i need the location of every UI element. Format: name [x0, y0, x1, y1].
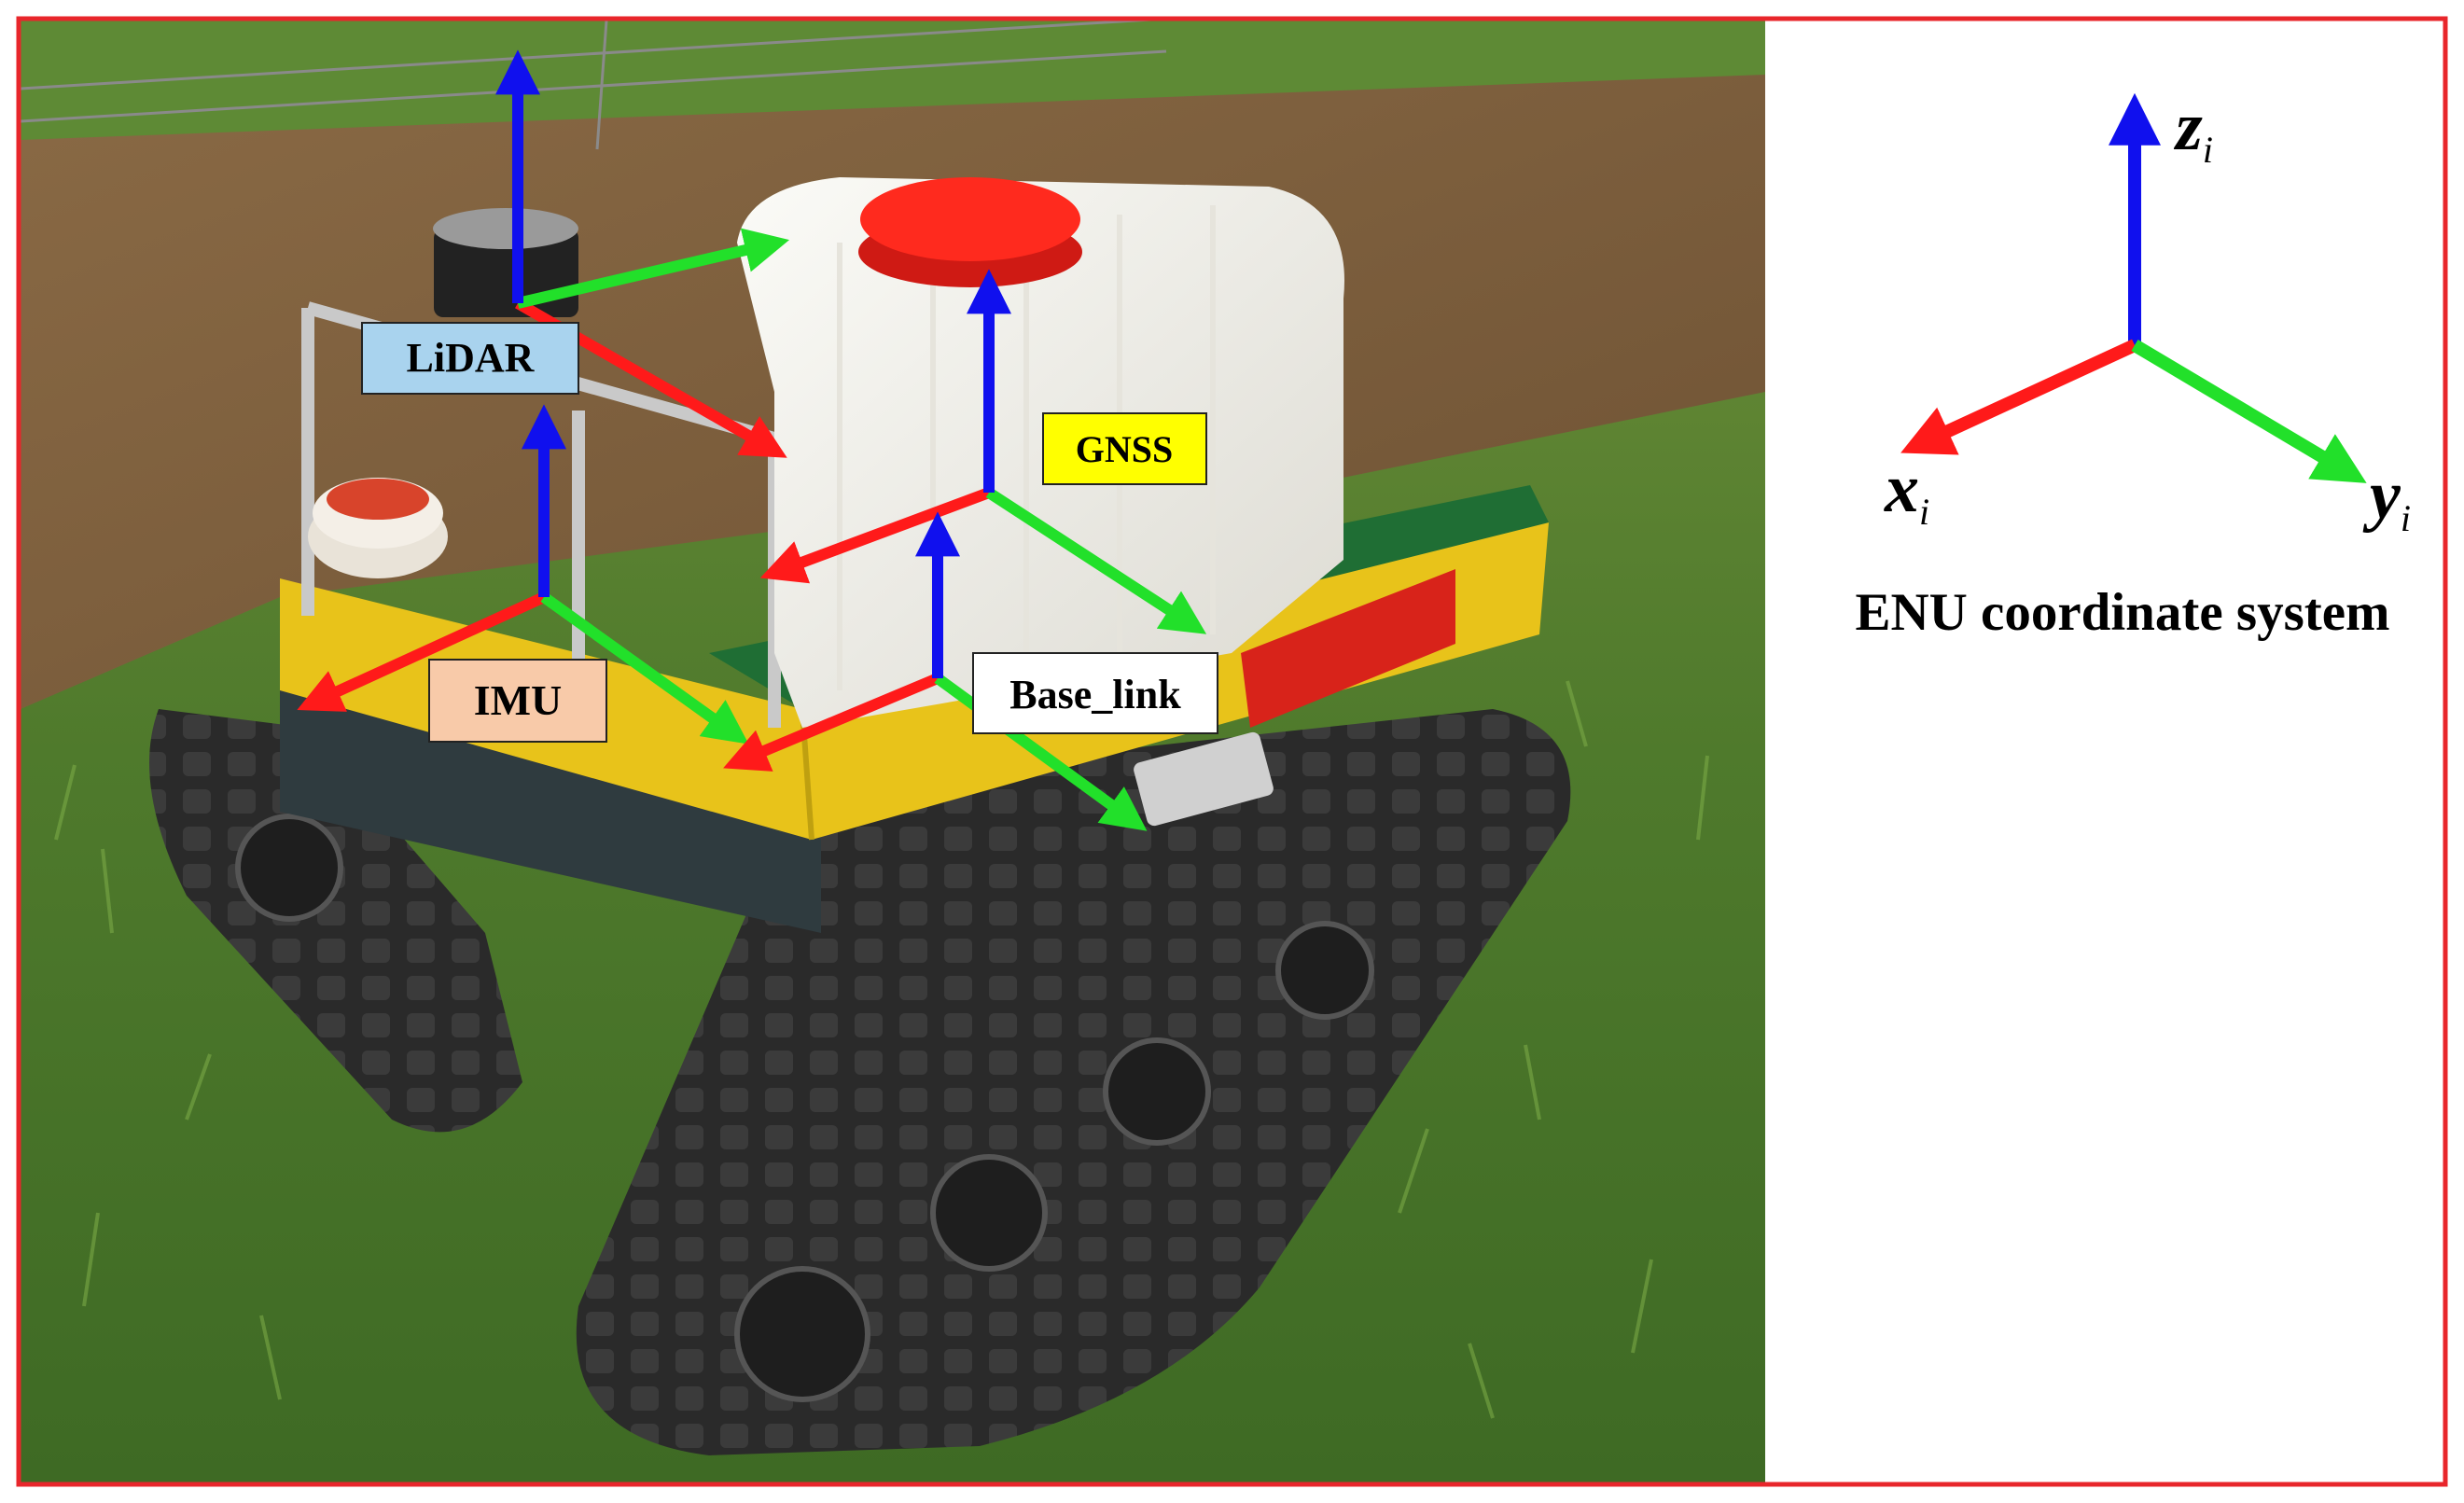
lidar-y-axis-arrow	[516, 228, 790, 309]
label-lidar-text: LiDAR	[407, 335, 536, 381]
label-gnss-text: GNSS	[1076, 428, 1174, 470]
label-imu-text: IMU	[474, 676, 563, 724]
frame-axes	[297, 49, 1207, 831]
enu-z-label: zi	[2173, 89, 2213, 171]
robot-photo	[21, 21, 1765, 1483]
base-link-x-axis-arrow	[723, 673, 940, 772]
label-base-link-text: Base_link	[1009, 672, 1181, 717]
imu-y-axis-arrow	[540, 592, 749, 745]
label-gnss: GNSS	[1042, 412, 1207, 485]
enu-x-label: xi	[1884, 451, 1929, 533]
gnss-x-axis-arrow	[759, 487, 992, 584]
enu-y-label: yi	[2362, 457, 2411, 539]
figure-border	[16, 16, 2448, 1487]
gnss-y-axis-arrow	[985, 487, 1207, 634]
enu-x-arrow	[1900, 339, 2137, 455]
enu-caption: ENU coordinate system	[1855, 583, 2389, 642]
enu-legend: zi xi yi ENU coordinate system	[1855, 89, 2411, 642]
label-lidar: LiDAR	[361, 322, 579, 395]
imu-x-axis-arrow	[297, 591, 547, 712]
label-base-link: Base_link	[972, 652, 1218, 734]
base-link-y-axis-arrow	[934, 674, 1148, 831]
enu-y-arrow	[2131, 339, 2367, 483]
label-imu: IMU	[428, 659, 607, 743]
